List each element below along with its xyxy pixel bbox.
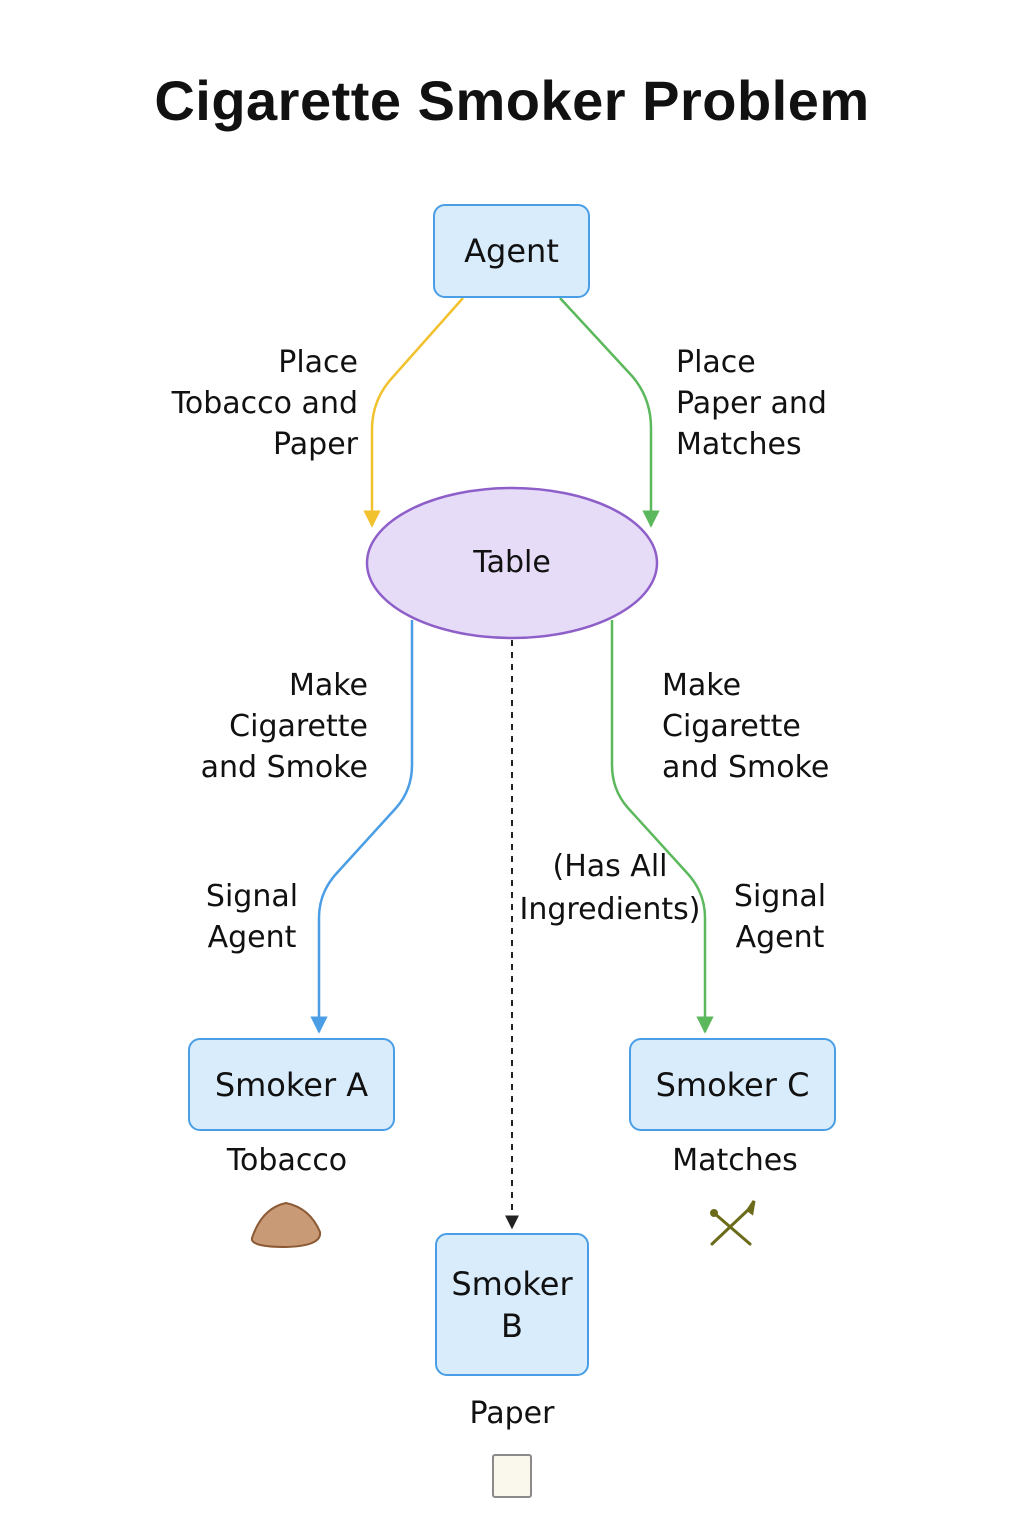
smoker-a-node-label: Smoker A <box>214 1065 369 1104</box>
smoker-c-node-label: Smoker C <box>655 1065 810 1104</box>
edge-label-signal-agent-right: Signal Agent <box>733 879 827 955</box>
diagram-title: Cigarette Smoker Problem <box>154 69 870 132</box>
crossed-matches-icon <box>710 1200 756 1246</box>
edge-table-to-smoker-a <box>310 620 414 1034</box>
smoker-b-node-label: Smoker B <box>451 1264 573 1345</box>
paper-sheet-icon <box>492 1454 532 1498</box>
table-node-shape[interactable] <box>365 486 659 640</box>
smoker-b-node[interactable]: Smoker B <box>435 1233 589 1376</box>
smoker-c-node[interactable]: Smoker C <box>629 1038 836 1131</box>
ingredient-label-matches: Matches <box>672 1143 798 1178</box>
agent-node-label: Agent <box>464 232 559 270</box>
edge-agent-to-table-right <box>559 297 660 528</box>
ingredient-label-tobacco: Tobacco <box>226 1143 348 1178</box>
edge-label-has-all-ingredients: (Has All Ingredients) <box>519 849 701 927</box>
table-node-label: Table <box>473 545 551 580</box>
edge-label-make-cigarette-right: Make Cigarette and Smoke <box>662 668 830 785</box>
edge-label-place-paper-matches: Place Paper and Matches <box>676 345 827 462</box>
edge-label-signal-agent-left: Signal Agent <box>205 879 299 955</box>
edge-agent-to-table-left <box>363 297 464 528</box>
edge-table-to-smoker-c <box>610 620 714 1034</box>
tobacco-pile-icon <box>250 1201 322 1249</box>
edge-label-place-tobacco-paper: Place Tobacco and Paper <box>171 345 358 462</box>
ingredient-label-paper: Paper <box>469 1396 555 1431</box>
smoker-a-node[interactable]: Smoker A <box>188 1038 395 1131</box>
agent-node[interactable]: Agent <box>433 204 590 298</box>
edge-label-make-cigarette-left: Make Cigarette and Smoke <box>200 668 368 785</box>
